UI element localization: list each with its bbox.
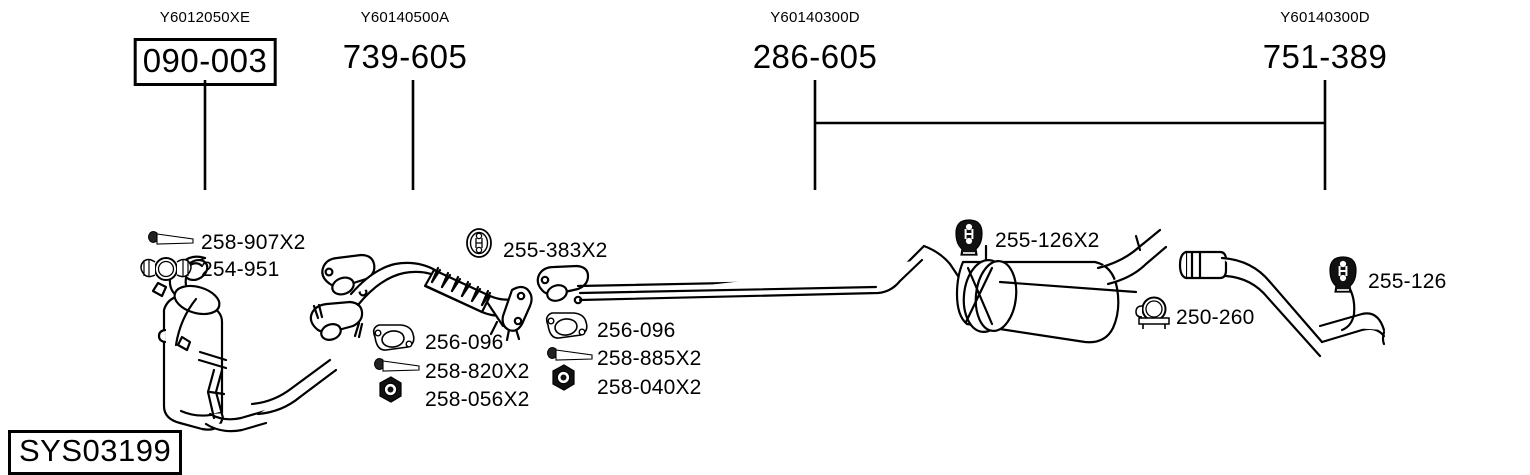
front-pipe-art bbox=[309, 253, 533, 342]
annotation-clamp-254-951: 254-951 bbox=[201, 258, 280, 281]
annotation-bolt-258-820: 258-820X2 bbox=[425, 360, 530, 383]
header-code-1: Y60140500A bbox=[360, 9, 450, 26]
annotation-hanger-255-383: 255-383X2 bbox=[503, 239, 608, 262]
center-pipe-art bbox=[536, 244, 926, 305]
band-clamp-icon bbox=[140, 257, 192, 281]
annotation-gasket-256-096-a: 256-096 bbox=[425, 331, 504, 354]
annotation-bolt-258-885: 258-885X2 bbox=[597, 347, 702, 370]
annotation-gasket-256-096-b: 256-096 bbox=[597, 319, 676, 342]
muffler-art bbox=[922, 228, 1168, 344]
gasket-icon bbox=[545, 312, 588, 339]
hanger-dark-icon bbox=[955, 219, 983, 256]
annotation-hanger-255-126: 255-126 bbox=[1368, 270, 1447, 293]
header-code-3: Y60140300D bbox=[1280, 9, 1370, 26]
bolt-icon bbox=[373, 357, 420, 372]
header-part-3: 751-389 bbox=[1262, 38, 1388, 75]
annotation-nut-258-040: 258-040X2 bbox=[597, 376, 702, 399]
hanger-dark-icon bbox=[1329, 256, 1357, 293]
header-part-0: 090-003 bbox=[133, 38, 277, 86]
header-code-0: Y6012050XE bbox=[159, 9, 251, 26]
header-code-2: Y60140300D bbox=[770, 9, 860, 26]
tail-pipe-art bbox=[1178, 250, 1386, 358]
hanger-light-icon bbox=[466, 228, 492, 258]
system-id-box: SYS03199 bbox=[8, 430, 183, 475]
annotation-nut-258-056: 258-056X2 bbox=[425, 388, 530, 411]
u-clamp-icon bbox=[1135, 296, 1170, 330]
bolt-icon bbox=[546, 346, 593, 361]
annotation-bolt-258-907: 258-907X2 bbox=[201, 231, 306, 254]
gasket-icon bbox=[372, 324, 415, 351]
catalytic-converter-art bbox=[151, 255, 338, 433]
annotation-hanger-255-126x2: 255-126X2 bbox=[995, 229, 1100, 252]
annotation-clamp-250-260: 250-260 bbox=[1176, 306, 1255, 329]
nut-icon bbox=[379, 376, 402, 403]
header-part-2: 286-605 bbox=[752, 38, 878, 75]
header-part-1: 739-605 bbox=[342, 38, 468, 75]
bolt-icon bbox=[147, 230, 194, 245]
nut-icon bbox=[552, 364, 575, 391]
